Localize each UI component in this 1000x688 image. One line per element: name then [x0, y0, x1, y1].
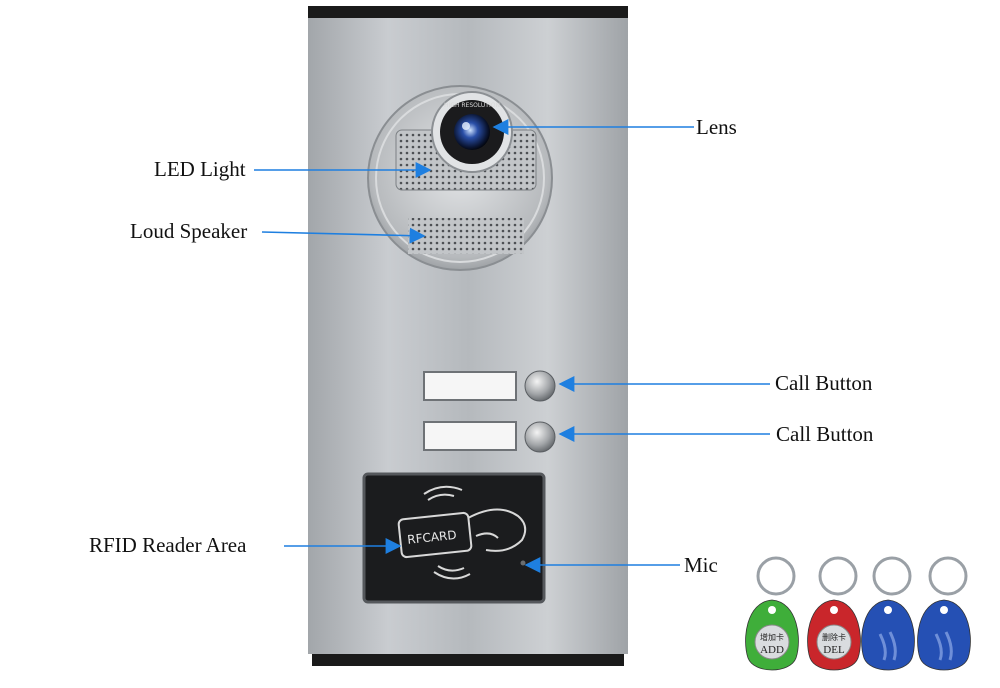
rfid-wave-icon: [934, 631, 953, 661]
arrow-loud-speaker: [261, 227, 426, 244]
bottom-cap: [312, 654, 624, 666]
label-call-button-1: Call Button: [775, 371, 873, 395]
keyfob-2: 删除卡 DEL: [807, 556, 861, 671]
label-lens: Lens: [696, 115, 737, 139]
camera-lens-icon: [454, 114, 490, 150]
keyfob-label-en: DEL: [823, 644, 845, 656]
rfid-reader-area[interactable]: [362, 472, 546, 604]
key-ring-icon: [928, 556, 968, 596]
keyfob-body: [861, 599, 915, 671]
name-plate-1: [423, 371, 517, 401]
label-call-button-2: Call Button: [776, 422, 874, 446]
keyfob-label-cn: 删除卡: [822, 632, 846, 642]
keyfob-label-en: ADD: [760, 644, 784, 656]
keyfob-body: [917, 599, 971, 671]
mic-hole: [520, 560, 526, 566]
key-ring-icon: [756, 556, 796, 596]
key-ring-icon: [818, 556, 858, 596]
call-button-2[interactable]: [524, 421, 556, 453]
top-cap: [308, 6, 628, 18]
rfid-card-text: RFCARD: [407, 528, 458, 547]
name-plate-2: [423, 421, 517, 451]
label-loud-speaker: Loud Speaker: [130, 219, 248, 243]
speaker-grille: [408, 218, 524, 254]
door-station-illustration: HIGH RESOLUTION RFCARD: [308, 6, 628, 666]
rfid-keyfobs: 增加卡 ADD 删除卡 DEL: [745, 556, 971, 671]
keyfob-4: [917, 556, 971, 671]
keyfob-label-cn: 增加卡: [760, 632, 784, 642]
keyfob-1: 增加卡 ADD: [745, 556, 799, 671]
key-ring-icon: [872, 556, 912, 596]
label-led-light: LED Light: [154, 157, 246, 181]
rfid-wave-icon: [878, 631, 897, 661]
lens-ring-text: HIGH RESOLUTION: [444, 102, 500, 109]
door-station-panel: HIGH RESOLUTION RFCARD: [308, 6, 628, 666]
label-mic: Mic: [684, 553, 718, 577]
call-button-1[interactable]: [524, 370, 556, 402]
keyfob-3: [861, 556, 915, 671]
label-rfid-reader-area: RFID Reader Area: [89, 533, 247, 557]
